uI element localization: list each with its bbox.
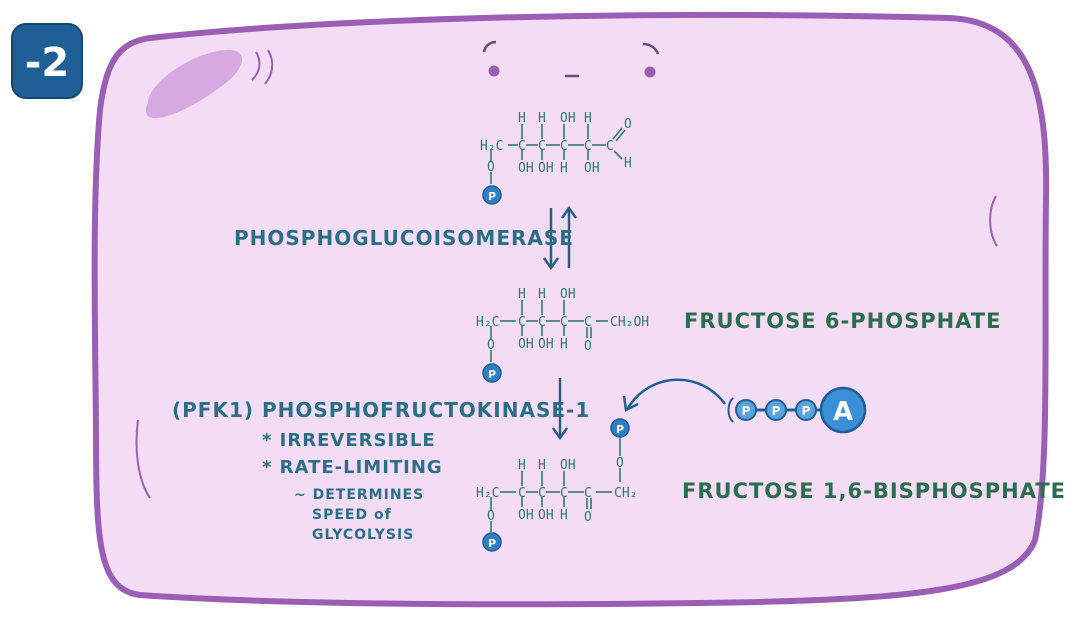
edge-mark-right [989, 195, 998, 247]
note-determines: ~ DETERMINES [294, 487, 424, 503]
adenosine-label: A [833, 397, 853, 427]
molecule-fructose-6-phosphate [490, 300, 608, 362]
chem-label: H [560, 161, 568, 176]
atp-molecule: P P P A [727, 386, 867, 434]
shine-stroke-1 [251, 51, 261, 81]
eyebrow-right [642, 42, 660, 55]
atp-p-label: P [772, 404, 781, 418]
chem-label: OH [518, 508, 534, 523]
chem-label: C [560, 486, 568, 501]
product-fructose-6-phosphate: FRUCTOSE 6-PHOSPHATE [684, 309, 1001, 333]
phosphate-label: P [488, 368, 496, 381]
enzyme-pfk1: (PFK1) PHOSPHOFRUCTOKINASE-1 [172, 398, 590, 422]
chem-label: C [518, 486, 526, 501]
eye-right [644, 66, 656, 78]
chem-label: OH [584, 161, 600, 176]
chem-label: C [518, 139, 526, 154]
atp-p-label: P [742, 404, 751, 418]
atp-p-label: P [802, 404, 811, 418]
chem-label: OH [538, 508, 554, 523]
phosphate-icon: P [482, 532, 502, 552]
chem-label: O [584, 510, 592, 525]
shine-stroke-2 [264, 49, 274, 85]
molecule-glucose-6-phosphate [490, 124, 626, 184]
chem-label: O [487, 338, 495, 353]
phosphate-label: P [488, 537, 496, 550]
chem-label: O [487, 160, 495, 175]
chem-label: C [560, 139, 568, 154]
chem-label: C [584, 139, 592, 154]
chem-label: C [560, 315, 568, 330]
forward-arrow [551, 378, 569, 441]
chem-label: C [584, 486, 592, 501]
chem-label: O [487, 509, 495, 524]
reversible-arrows [542, 205, 578, 271]
chem-label: H [538, 287, 546, 302]
phosphate-transfer-arrow [622, 378, 727, 412]
chem-label: CH₂OH [610, 315, 649, 330]
chem-label: OH [538, 161, 554, 176]
chem-label: OH [538, 337, 554, 352]
chem-label: C [518, 315, 526, 330]
chem-label: H₂C [476, 315, 499, 330]
atp-phosphate-1 [735, 399, 757, 421]
adenosine-circle [819, 386, 867, 434]
note-glycolysis: GLYCOLYSIS [312, 527, 414, 543]
chem-label: C [538, 139, 546, 154]
phosphate-label: P [488, 190, 496, 203]
chem-label: OH [560, 287, 576, 302]
chem-label: H₂C [480, 139, 503, 154]
chem-label: OH [560, 111, 576, 126]
atp-phosphate-2 [765, 399, 787, 421]
note-speed-of: SPEED of [312, 507, 392, 523]
chem-label: H [584, 111, 592, 126]
step-badge: -2 [11, 23, 83, 99]
chem-label: H [518, 111, 526, 126]
product-fructose-1-6-bisphosphate: FRUCTOSE 1,6-BISPHOSPHATE [682, 479, 1066, 503]
note-irreversible: * IRREVERSIBLE [262, 430, 436, 451]
chem-label: H [538, 111, 546, 126]
chem-label: H₂C [476, 486, 499, 501]
chem-label: OH [518, 161, 534, 176]
phosphate-icon: P [482, 185, 502, 205]
chem-label: H [538, 458, 546, 473]
molecule-fructose-1-6-bisphosphate [490, 438, 621, 532]
chem-label: OH [518, 337, 534, 352]
chem-label: C [606, 139, 614, 154]
chem-label: C [538, 486, 546, 501]
chem-label: H [624, 156, 632, 171]
chem-label: H [560, 508, 568, 523]
eye-left [488, 65, 500, 77]
phosphate-icon: P [610, 418, 630, 438]
note-rate-limiting: * RATE-LIMITING [262, 457, 443, 478]
step-badge-label: -2 [25, 40, 69, 86]
chem-label: O [616, 456, 624, 471]
enzyme-phosphoglucoisomerase: PHOSPHOGLUCOISOMERASE [234, 226, 574, 250]
chem-label: H [518, 458, 526, 473]
chem-label: H [560, 337, 568, 352]
atp-phosphate-3 [795, 399, 817, 421]
chem-label: C [538, 315, 546, 330]
chem-label: C [584, 315, 592, 330]
phosphate-label: P [616, 423, 624, 436]
chem-label: O [584, 339, 592, 354]
edge-mark-left [135, 419, 151, 499]
cell-membrane [91, 11, 1050, 608]
chem-label: H [518, 287, 526, 302]
chem-label: CH₂ [614, 486, 637, 501]
phosphate-icon: P [482, 363, 502, 383]
chem-label: OH [560, 458, 576, 473]
chem-label: O [624, 117, 632, 132]
cell-shine [145, 49, 243, 119]
eyebrow-left [482, 40, 497, 53]
